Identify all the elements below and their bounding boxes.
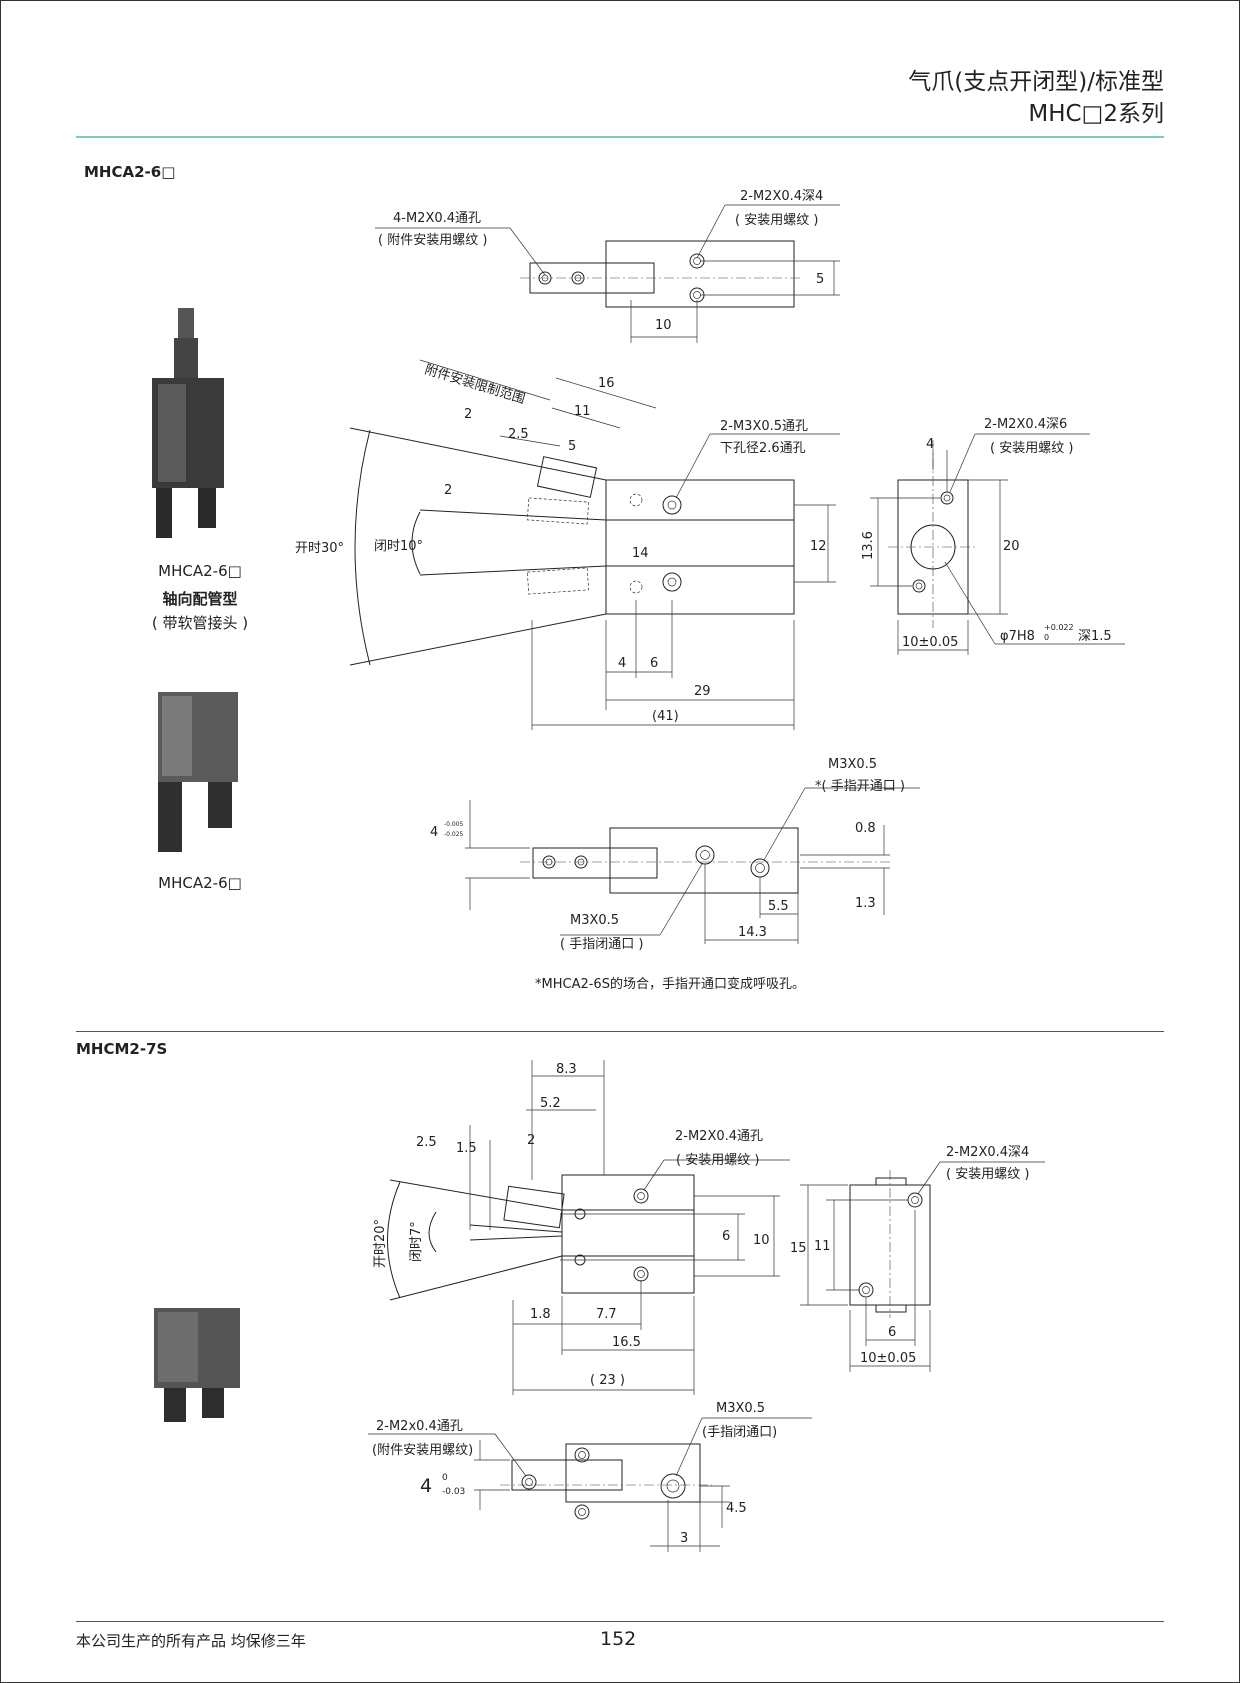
mhcm-dim-4: 4 [420, 1475, 432, 1497]
mhcm-tol-lo: -0.03 [442, 1487, 465, 1497]
mhcm-side-dim-15: 15 [790, 1241, 807, 1256]
mhcm-dim-3: 3 [680, 1531, 688, 1546]
mhcm-side-dim-6: 6 [888, 1325, 896, 1340]
mhcm-open-angle: 开时20° [373, 1219, 388, 1268]
footer-warranty: 本公司生产的所有产品 均保修三年 [76, 1632, 306, 1650]
mhcm-bot-hole-desc: (附件安装用螺纹) [372, 1443, 473, 1458]
mhcm-dim-5-2: 5.2 [540, 1096, 561, 1111]
mhcm-dim-10: 10 [753, 1233, 770, 1248]
dim-4-label: 4 [618, 656, 626, 671]
mhcm-hole-label: 2-M2X0.4通孔 [675, 1129, 763, 1144]
top-hole1-desc: ( 附件安装用螺纹 ) [378, 233, 487, 248]
photo-mhca2-6-axial [152, 308, 224, 538]
dim-41-label: (41) [652, 709, 679, 724]
m3-hole-label: 2-M3X0.5通孔 [720, 419, 808, 434]
bore-tol-up: +0.022 [1044, 623, 1074, 632]
mhcm-front-view: 开时20° 闭时7° 6 10 1.8 7.7 16.5 ( 23 ) 8.3 … [373, 1060, 790, 1395]
dim-2b-label: 2 [444, 483, 452, 498]
mhcm-side-view: 15 11 6 10±0.05 2-M2X0.4深4 ( 安装用螺纹 ) [790, 1145, 1045, 1372]
header-rule [76, 136, 1164, 138]
limit-range-label: 附件安装限制范围 [423, 362, 527, 407]
m3-open-desc: *( 手指开通口 ) [815, 779, 905, 794]
m3-close-label: M3X0.5 [570, 913, 619, 928]
bore-depth: 深1.5 [1078, 629, 1112, 644]
mhcm-dim-23: ( 23 ) [590, 1373, 625, 1388]
open-angle-label: 开时30° [295, 541, 344, 556]
page-number: 152 [600, 1628, 637, 1650]
mhcm-tol-up: 0 [442, 1473, 448, 1483]
mhcm-dim-2-5: 2.5 [416, 1135, 437, 1150]
series-subtitle: MHC□2系列 [1028, 101, 1164, 127]
mhcm-side-dim-10: 10±0.05 [860, 1351, 916, 1366]
mhcm-close-angle: 闭时7° [409, 1221, 424, 1262]
photo1-caption: MHCA2-6□ [158, 562, 242, 580]
dim-0-8-label: 0.8 [855, 821, 876, 836]
page-title: 气爪(支点开闭型)/标准型 [908, 69, 1164, 95]
close-angle-label: 闭时10° [374, 539, 423, 554]
mhcm-dim-16-5: 16.5 [612, 1335, 641, 1350]
mhcm-dim-4-5: 4.5 [726, 1501, 747, 1516]
footer-rule [76, 1621, 1164, 1622]
mhcm-hole-desc: ( 安装用螺纹 ) [676, 1153, 759, 1168]
dim-2a-label: 2 [464, 407, 472, 422]
photo-mhcm2-7s [154, 1308, 240, 1422]
bore-label: φ7H8 [1000, 629, 1035, 644]
side-hole-desc: ( 安装用螺纹 ) [990, 441, 1073, 456]
side-dim-4-label: 4 [926, 437, 934, 452]
dim-16-label: 16 [598, 376, 615, 391]
dim-4-tol-label: 4 [430, 825, 438, 840]
section2-model-label: MHCM2-7S [76, 1040, 168, 1058]
mhcm-dim-7-7: 7.7 [596, 1307, 617, 1322]
dim-14-3-label: 14.3 [738, 925, 767, 940]
dim-10-label: 10 [655, 318, 672, 333]
mhca-top-view: 5 10 4-M2X0.4通孔 ( 附件安装用螺纹 ) 2-M2X0.4深4 (… [375, 189, 840, 343]
dim-5-label: 5 [816, 272, 824, 287]
section-divider [76, 1031, 1164, 1032]
mhcm-bottom-view: 4 0 -0.03 4.5 3 2-M2x0.4通孔 (附件安装用螺纹) M3X… [368, 1401, 812, 1552]
footnote: *MHCA2-6S的场合，手指开通口变成呼吸孔。 [535, 977, 805, 992]
m3-open-label: M3X0.5 [828, 757, 877, 772]
mhca-front-view: 开时30° 闭时10° 14 12 4 6 29 (41) 附件安装限制范围 1… [295, 359, 840, 730]
mhcm-m3-label: M3X0.5 [716, 1401, 765, 1416]
mhcm-dim-1-5: 1.5 [456, 1141, 477, 1156]
dim-6-label: 6 [650, 656, 658, 671]
mhcm-side-hole-desc: ( 安装用螺纹 ) [946, 1167, 1029, 1182]
m3-hole-desc: 下孔径2.6通孔 [720, 441, 806, 456]
mhcm-dim-8-3: 8.3 [556, 1062, 577, 1077]
side-dim-13-6-label: 13.6 [861, 531, 876, 560]
side-dim-10-label: 10±0.05 [902, 635, 958, 650]
mhca-bottom-view: 4 -0.005 -0.025 0.8 1.3 5.5 14.3 M3X0.5 … [430, 757, 920, 952]
tol-up: -0.005 [444, 821, 464, 828]
top-hole1-label: 4-M2X0.4通孔 [393, 211, 481, 226]
top-hole2-label: 2-M2X0.4深4 [740, 189, 823, 204]
mhcm-dim-1-8: 1.8 [530, 1307, 551, 1322]
mhcm-dim-2: 2 [527, 1133, 535, 1148]
top-hole2-desc: ( 安装用螺纹 ) [735, 213, 818, 228]
photo1-desc: 轴向配管型 [162, 590, 238, 608]
tol-lo: -0.025 [444, 831, 464, 838]
dim-12-label: 12 [810, 539, 827, 554]
dim-5b-label: 5 [568, 439, 576, 454]
dim-11-label: 11 [574, 404, 591, 419]
mhcm-dim-6: 6 [722, 1229, 730, 1244]
photo2-caption: MHCA2-6□ [158, 874, 242, 892]
m3-close-desc: ( 手指闭通口 ) [560, 937, 643, 952]
section1-model-label: MHCA2-6□ [84, 163, 176, 181]
dim-5-5-label: 5.5 [768, 899, 789, 914]
dim-14-label: 14 [632, 546, 649, 561]
mhca-side-view: 20 13.6 4 10±0.05 2-M2X0.4深6 ( 安装用螺纹 ) φ… [861, 417, 1125, 655]
mhcm-bot-hole-label: 2-M2x0.4通孔 [376, 1419, 463, 1434]
side-dim-20-label: 20 [1003, 539, 1020, 554]
mhcm-m3-desc: (手指闭通口) [702, 1425, 777, 1440]
bore-tol-lo: 0 [1044, 633, 1049, 642]
side-hole-label: 2-M2X0.4深6 [984, 417, 1067, 432]
mhcm-side-dim-11: 11 [814, 1239, 831, 1254]
dim-1-3-label: 1.3 [855, 896, 876, 911]
photo1-desc2: ( 带软管接头 ) [151, 614, 249, 632]
dim-29-label: 29 [694, 684, 711, 699]
dim-2-5-label: 2.5 [508, 427, 529, 442]
mhcm-side-hole-label: 2-M2X0.4深4 [946, 1145, 1029, 1160]
photo-mhca2-6 [158, 692, 238, 852]
